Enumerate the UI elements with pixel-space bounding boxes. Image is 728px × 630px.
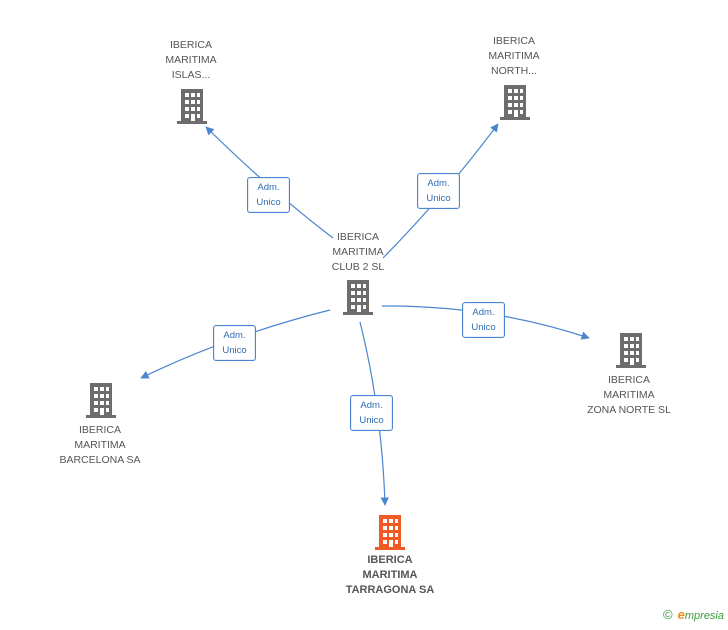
edge-label-line1: Adm.	[427, 178, 450, 189]
edge-label-line1: Adm.	[472, 307, 495, 318]
edge-label-zona[interactable]: Adm. Unico	[462, 302, 505, 338]
brand-watermark: © empresia	[663, 607, 724, 622]
edge-label-islas[interactable]: Adm. Unico	[247, 177, 290, 213]
building-icon[interactable]	[500, 85, 530, 120]
node-label-islas[interactable]: IBERICA MARITIMA ISLAS...	[165, 39, 217, 81]
edge-label-line1: Adm.	[257, 182, 280, 193]
edge-label-line1: Adm.	[223, 330, 246, 341]
building-icon[interactable]	[177, 89, 207, 124]
building-icon[interactable]	[343, 280, 373, 315]
edge-label-north[interactable]: Adm. Unico	[417, 173, 460, 209]
edge-label-line2: Unico	[256, 197, 281, 208]
brand-first-letter: e	[677, 607, 685, 622]
node-label-tarragona[interactable]: IBERICA MARITIMA TARRAGONA SA	[345, 554, 435, 596]
edge-label-line2: Unico	[359, 415, 384, 426]
building-icon[interactable]	[616, 333, 646, 368]
node-label-zona[interactable]: IBERICA MARITIMA ZONA NORTE SL	[587, 374, 671, 416]
edge-label-barcelona[interactable]: Adm. Unico	[213, 325, 256, 361]
copyright-symbol: ©	[663, 607, 673, 622]
node-label-north[interactable]: IBERICA MARITIMA NORTH...	[488, 35, 540, 77]
edge-label-line2: Unico	[426, 193, 451, 204]
edge-label-tarragona[interactable]: Adm. Unico	[350, 395, 393, 431]
brand-logo: empresia	[678, 607, 724, 622]
edge-label-line2: Unico	[222, 345, 247, 356]
building-icon[interactable]	[86, 383, 116, 418]
building-icon-focus[interactable]	[375, 515, 405, 550]
edge-label-line2: Unico	[471, 322, 496, 333]
node-label-center[interactable]: IBERICA MARITIMA CLUB 2 SL	[331, 231, 385, 273]
node-label-barcelona[interactable]: IBERICA MARITIMA BARCELONA SA	[59, 424, 141, 466]
brand-name: mpresia	[684, 610, 724, 622]
edge-label-line1: Adm.	[360, 400, 383, 411]
